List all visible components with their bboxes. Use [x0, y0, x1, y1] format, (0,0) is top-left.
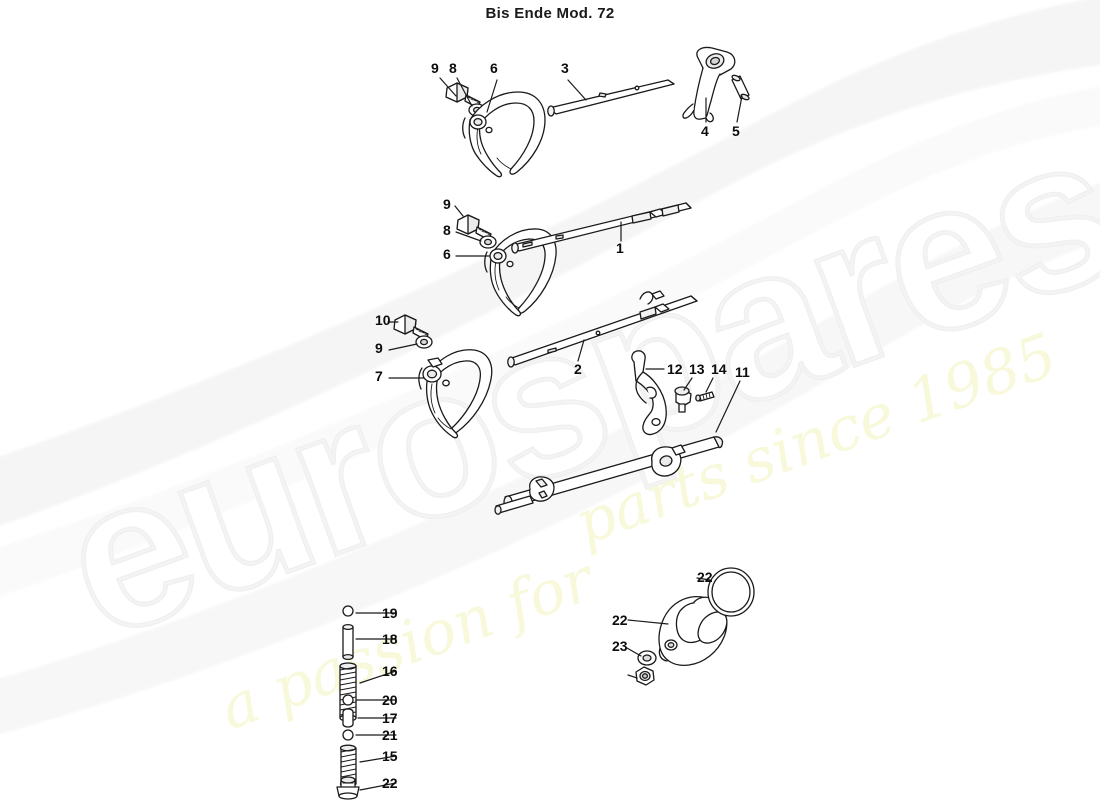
callout-12: 13	[689, 361, 705, 377]
callout-21: 18	[382, 631, 398, 647]
callout-20: 17	[382, 710, 398, 726]
shift-shaft-10	[494, 436, 724, 515]
washer-8-middle	[479, 235, 497, 249]
callout-13: 14	[711, 361, 727, 377]
callout-19: 16	[382, 663, 398, 679]
callout-22b: 20	[382, 692, 398, 708]
callout-7: 7	[375, 368, 383, 384]
shift-rod-1	[511, 202, 692, 254]
shift-fork-6-middle	[484, 228, 557, 317]
callout-18: 15	[382, 748, 398, 764]
callout-22c: 21	[382, 727, 398, 743]
callout-9c: 10	[375, 312, 391, 328]
callout-2: 2	[574, 361, 582, 377]
o-ring-15	[707, 567, 755, 617]
callout-5: 5	[732, 123, 740, 139]
detent-ball-22-top	[342, 605, 354, 617]
callout-9a: 9	[431, 60, 439, 76]
callout-8a: 8	[449, 60, 457, 76]
shift-fork-7	[418, 349, 493, 439]
detent-sleeve-20	[342, 708, 354, 728]
callout-23: 22	[382, 775, 398, 791]
callout-9b: 9	[443, 196, 451, 212]
detent-pin-21	[342, 623, 354, 661]
shift-rod-3	[547, 79, 675, 117]
callout-14: 22	[612, 612, 628, 628]
callout-8b: 8	[443, 222, 451, 238]
callout-4: 4	[701, 123, 709, 139]
callout-11: 12	[667, 361, 683, 377]
leader-lines	[355, 77, 743, 791]
callout-3: 3	[561, 60, 569, 76]
callout-6a: 6	[490, 60, 498, 76]
grub-screw-13	[695, 391, 715, 402]
callout-6b: 6	[443, 246, 451, 262]
selector-lever-4	[682, 46, 736, 123]
callout-10: 11	[735, 364, 750, 380]
washer-8-lower	[415, 335, 433, 349]
callout-16: 23	[612, 638, 628, 654]
shift-rod-2	[507, 290, 698, 368]
nut-17	[635, 666, 655, 686]
page-title: Bis Ende Mod. 72	[485, 5, 615, 22]
shift-fork-6-top	[462, 91, 546, 178]
callout-8c: 9	[375, 340, 383, 356]
selector-arm-11	[631, 350, 667, 436]
roll-pin-5	[731, 74, 750, 101]
callout-15: 22	[697, 569, 713, 585]
washer-16	[637, 650, 657, 666]
detent-ball-22-low	[342, 729, 354, 741]
bushing-12	[674, 386, 692, 413]
detent-ball-22-mid	[342, 694, 354, 706]
screw-plug-23	[336, 776, 360, 800]
callout-1: 1	[616, 240, 624, 256]
callout-22a: 19	[382, 605, 398, 621]
